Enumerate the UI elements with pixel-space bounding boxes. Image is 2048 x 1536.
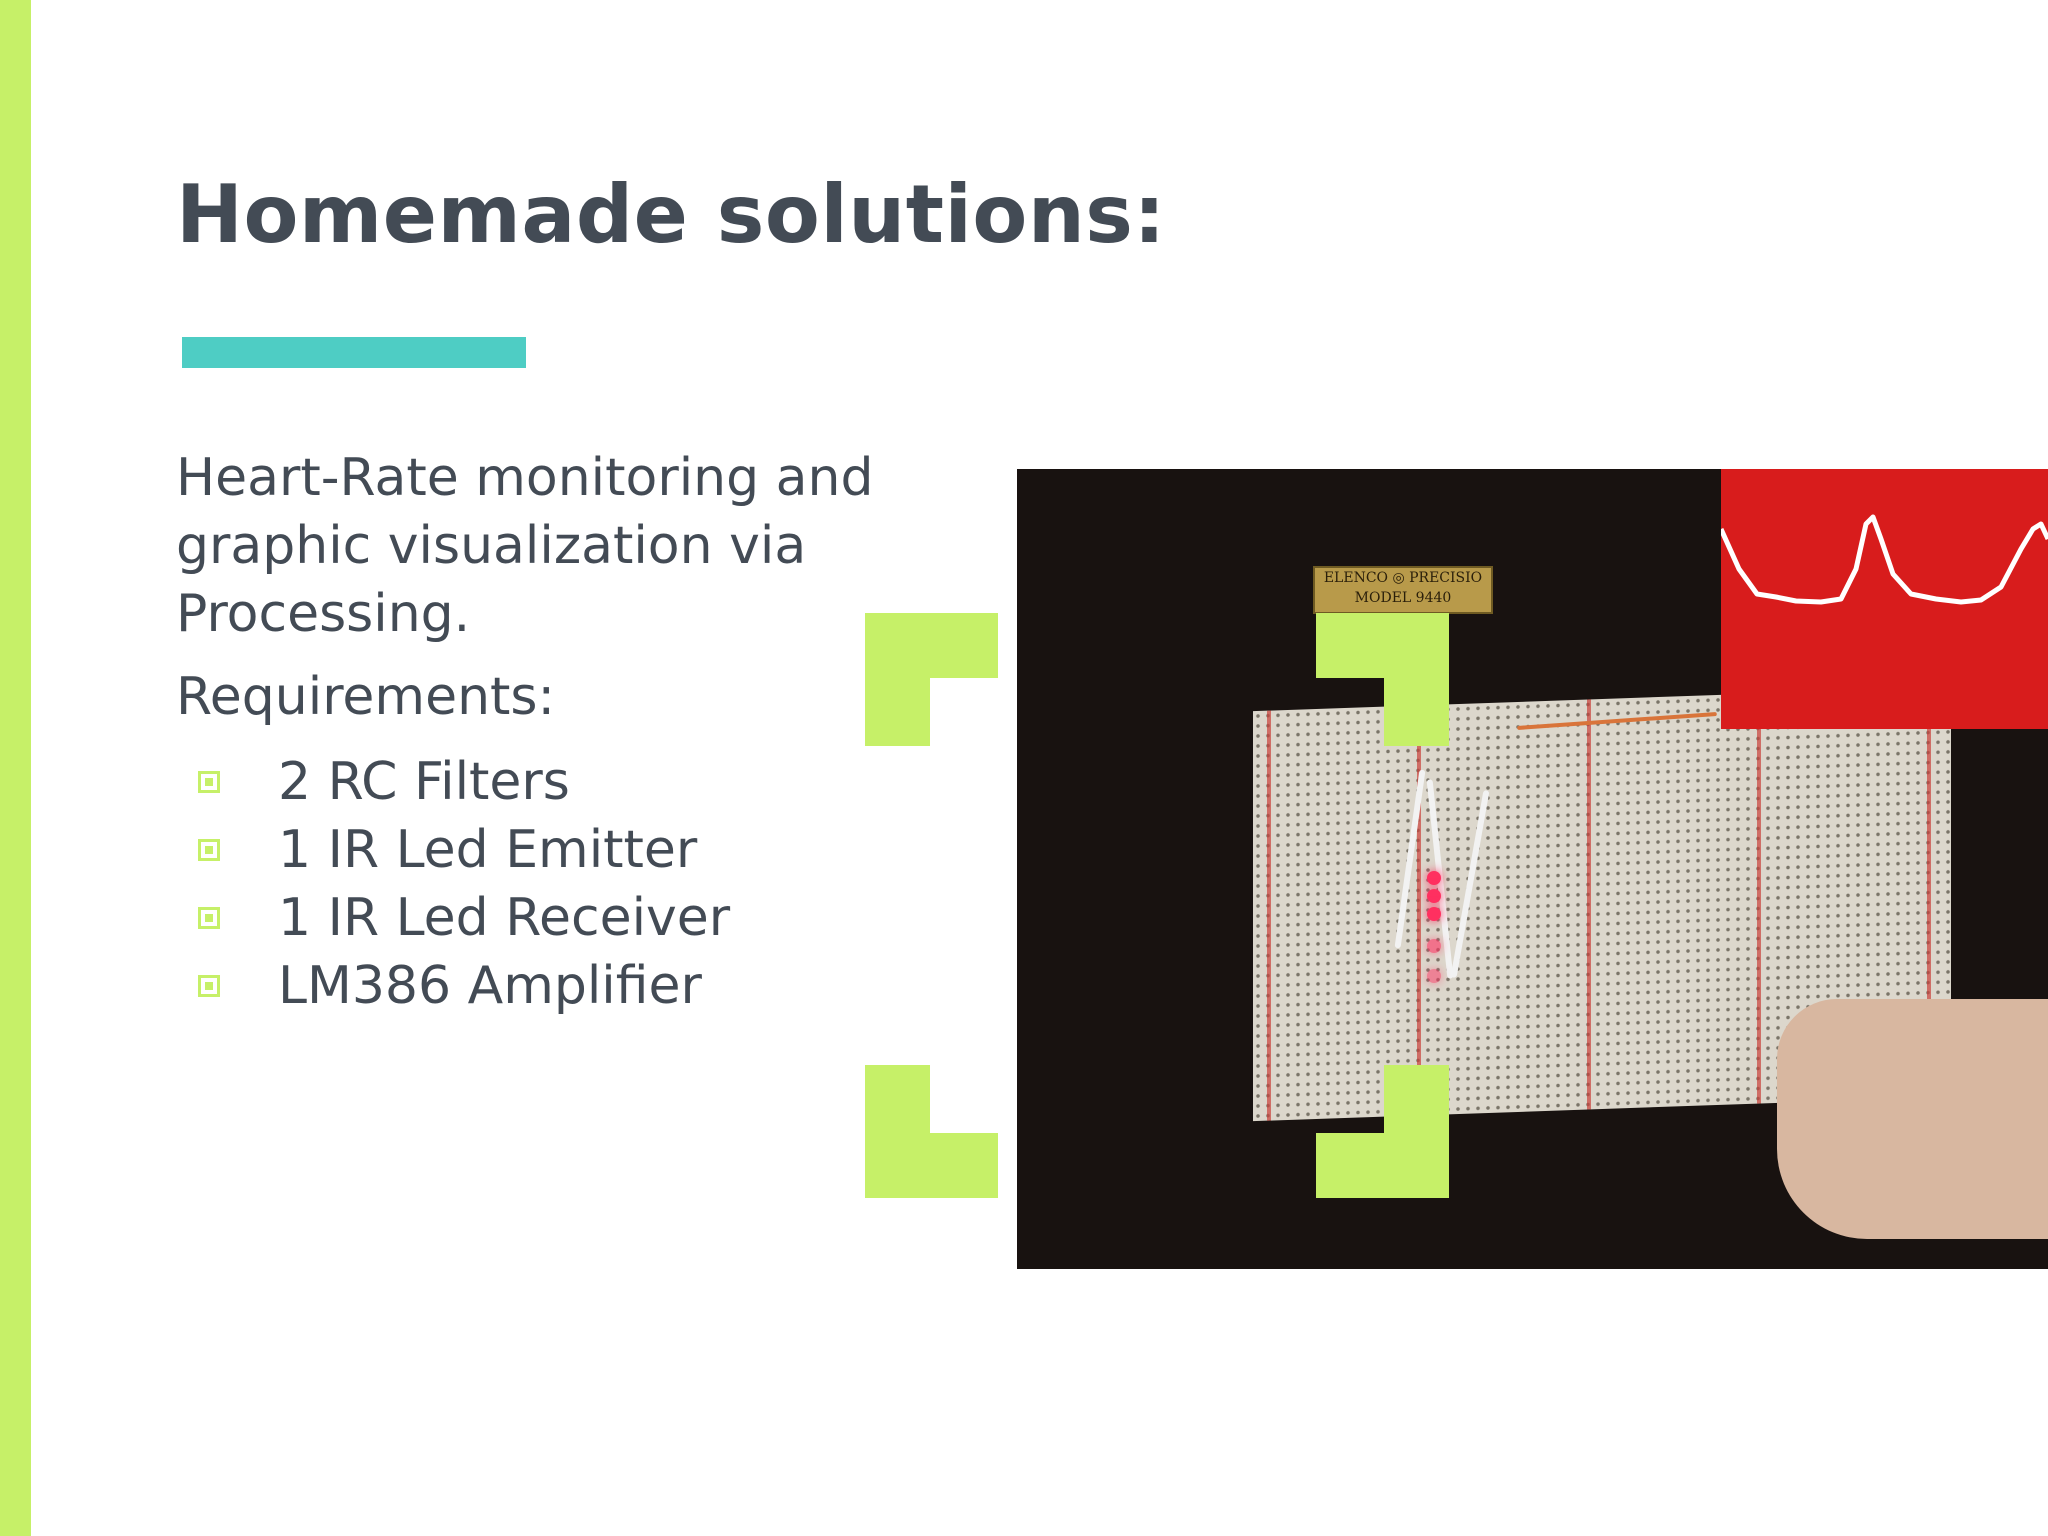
requirement-text: 2 RC Filters	[278, 752, 570, 812]
waveform-chart	[1718, 514, 2048, 605]
red-led	[1427, 907, 1441, 921]
corner-bracket-bottom-left	[865, 1065, 998, 1198]
square-bullet-icon	[198, 839, 220, 861]
plate-line-1: ELENCO ◎ PRECISIO	[1323, 570, 1483, 586]
heart-rate-graph	[1718, 469, 2048, 729]
red-led	[1427, 969, 1441, 983]
slide-description: Heart-Rate monitoring and graphic visual…	[176, 448, 874, 644]
corner-bracket-top-right	[1316, 613, 1449, 746]
list-item: 1 IR Led Receiver	[176, 884, 730, 952]
hand	[1777, 999, 2048, 1239]
equipment-label-plate: ELENCO ◎ PRECISIO MODEL 9440	[1313, 566, 1493, 614]
requirements-heading: Requirements:	[176, 667, 556, 727]
plate-line-2: MODEL 9440	[1354, 590, 1452, 606]
red-led	[1427, 889, 1441, 903]
square-bullet-icon	[198, 771, 220, 793]
title-underline	[182, 337, 526, 368]
requirement-text: 1 IR Led Emitter	[278, 820, 698, 880]
requirement-text: 1 IR Led Receiver	[278, 888, 731, 948]
corner-bracket-bottom-right	[1316, 1065, 1449, 1198]
list-item: 1 IR Led Emitter	[176, 816, 730, 884]
heart-rate-waveform-line	[1718, 514, 2048, 605]
requirement-text: LM386 Amplifier	[278, 956, 702, 1016]
square-bullet-icon	[198, 975, 220, 997]
red-led	[1427, 939, 1441, 953]
list-item: 2 RC Filters	[176, 748, 730, 816]
list-item: LM386 Amplifier	[176, 952, 730, 1020]
red-led	[1427, 871, 1441, 885]
corner-bracket-top-left	[865, 613, 998, 746]
slide-title: Homemade solutions:	[176, 168, 1166, 261]
left-accent-bar	[0, 0, 31, 1536]
square-bullet-icon	[198, 907, 220, 929]
requirements-list: 2 RC Filters 1 IR Led Emitter 1 IR Led R…	[176, 748, 730, 1020]
